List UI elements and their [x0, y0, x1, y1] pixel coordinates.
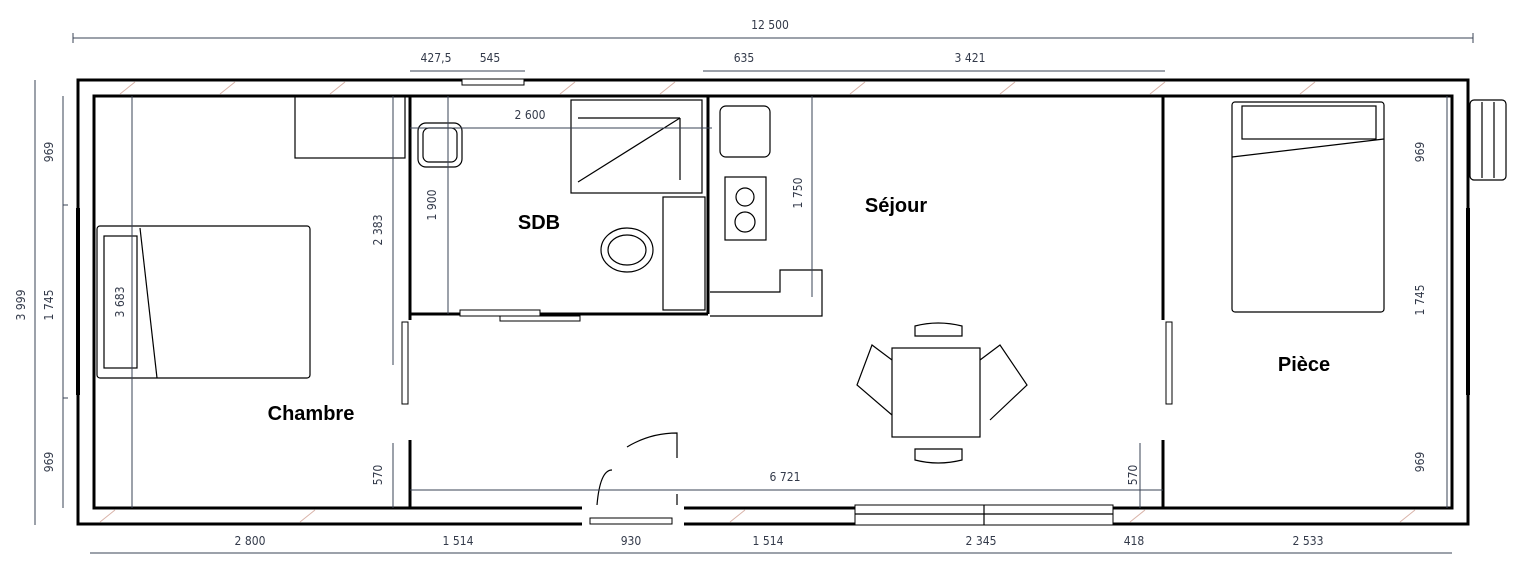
- dimension-labels: 12 500 427,5 545 635 3 421 3 999 969 1 7…: [14, 18, 1427, 548]
- furniture: [96, 95, 1507, 464]
- room-label-sejour: Séjour: [865, 195, 927, 217]
- dim-right-570: 570: [1126, 465, 1140, 486]
- dim-left-2: 1 745: [42, 290, 56, 321]
- dim-bottom-4: 1 514: [753, 534, 784, 548]
- entry-door-swing: [626, 432, 678, 458]
- dim-bottom-5: 2 345: [966, 534, 997, 548]
- dining-table: [891, 347, 981, 438]
- shower: [570, 99, 703, 194]
- chair: [914, 322, 963, 337]
- dim-chambre-height: 2 383: [371, 215, 385, 246]
- dim-sejour-width: 6 721: [770, 470, 801, 484]
- bathroom-cabinet: [662, 196, 706, 311]
- dim-bottom-2: 1 514: [443, 534, 474, 548]
- dim-left-570: 570: [371, 465, 385, 486]
- dim-left-3: 969: [42, 452, 56, 473]
- chair: [856, 344, 893, 416]
- entry-threshold: [589, 517, 673, 525]
- dim-bottom-3: 930: [621, 534, 642, 548]
- dim-left-1: 969: [42, 142, 56, 163]
- dim-right-1: 969: [1413, 142, 1427, 163]
- kitchen-sink: [719, 105, 771, 158]
- sdb-sink: [417, 122, 463, 168]
- dim-right-2: 1 745: [1413, 285, 1427, 316]
- interior-walls: [401, 96, 1173, 508]
- dim-top-2: 545: [480, 51, 501, 65]
- room-label-piece: Pièce: [1278, 354, 1330, 376]
- dim-sdb-height: 1 900: [425, 189, 439, 220]
- sdb-door: [459, 309, 541, 317]
- cooktop: [724, 176, 767, 241]
- dimension-lines: [34, 33, 1474, 554]
- toilet: [600, 227, 654, 273]
- dim-top-1: 427,5: [421, 51, 452, 65]
- chair: [979, 344, 1028, 421]
- dim-kitchen-height: 1 750: [791, 177, 805, 208]
- kitchen-counter: [710, 269, 823, 317]
- dim-sdb-width: 2 600: [515, 108, 546, 122]
- desk: [294, 95, 406, 159]
- piece-bed: [1231, 101, 1385, 313]
- chair: [914, 448, 963, 464]
- dim-right-3: 969: [1413, 452, 1427, 473]
- top-window: [461, 78, 525, 86]
- dim-bed: 3 683: [113, 287, 127, 318]
- wall-hatching: [99, 81, 1416, 523]
- room-label-chambre: Chambre: [268, 403, 355, 425]
- chambre-bed-pillow: [103, 235, 138, 369]
- dim-total-height: 3 999: [14, 289, 28, 320]
- dim-top-4: 3 421: [955, 51, 986, 65]
- dim-total-width: 12 500: [751, 18, 789, 32]
- exterior-walls: [76, 78, 1470, 526]
- dim-bottom-1: 2 800: [235, 534, 266, 548]
- chambre-bed: [96, 225, 311, 379]
- piece-bed-pillow: [1241, 105, 1377, 140]
- radiator: [1469, 99, 1507, 181]
- piece-door: [1165, 321, 1173, 405]
- chambre-door: [401, 321, 409, 405]
- room-label-sdb: SDB: [518, 212, 560, 234]
- dim-bottom-7: 2 533: [1293, 534, 1324, 548]
- dim-bottom-6: 418: [1124, 534, 1145, 548]
- dim-top-3: 635: [734, 51, 755, 65]
